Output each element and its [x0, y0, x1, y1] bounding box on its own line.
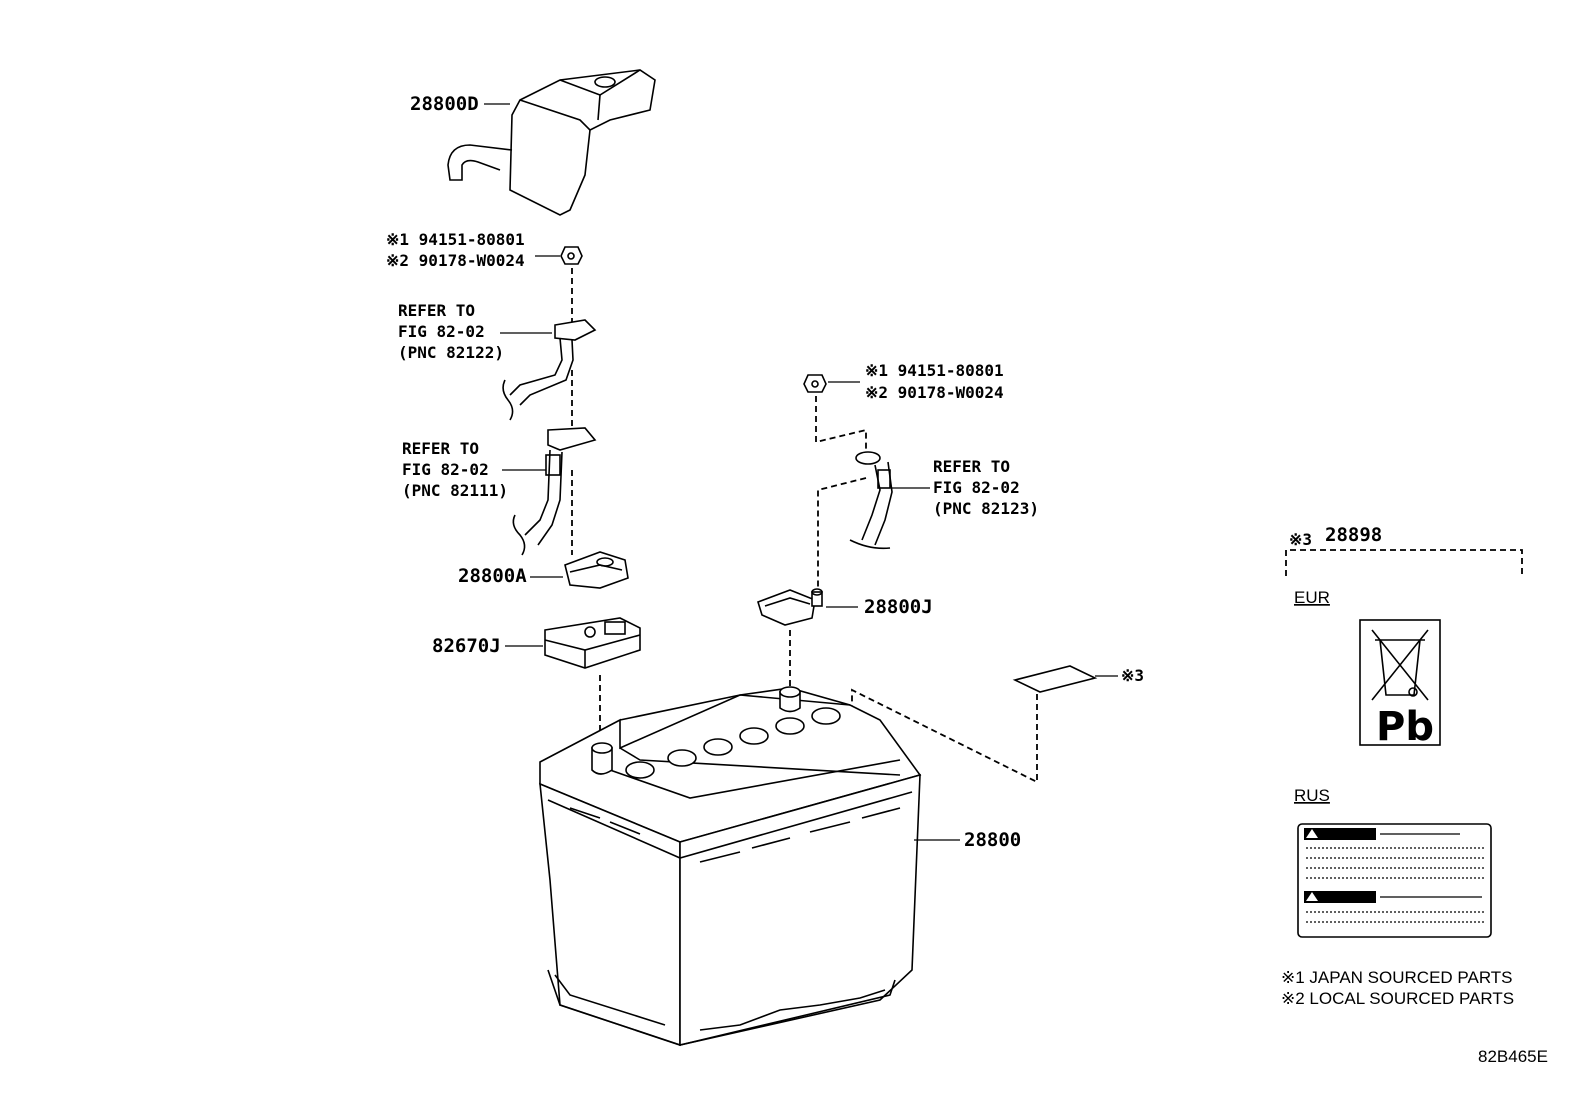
refer-82123-line1: REFER TO [933, 457, 1010, 476]
nut-right-part-2: ※2 90178-W0024 [865, 383, 1004, 402]
cable-82123-drawing [849, 451, 893, 550]
refer-82122-line1: REFER TO [398, 301, 475, 320]
nut-top-part-1: ※1 94151-80801 [386, 230, 525, 249]
part-number-28800j: 28800J [864, 596, 933, 618]
clamp-28800a-drawing [564, 551, 629, 589]
nut-top-drawing [560, 246, 583, 265]
refer-82122-line2: FIG 82-02 [398, 322, 485, 341]
terminal-cover-28800d-drawing [447, 69, 656, 216]
legend-local-sourced: ※2 LOCAL SOURCED PARTS [1281, 989, 1514, 1008]
pb-symbol-text: Pb [1376, 704, 1434, 750]
label-panel-28898: ※3 28898 EUR Pb RUS [1285, 524, 1523, 938]
nut-right-drawing [803, 374, 827, 393]
part-number-28800a: 28800A [458, 565, 527, 587]
clamp-28800j-drawing [757, 588, 823, 626]
part-number-28800d: 28800D [410, 93, 479, 115]
refer-82111-line3: (PNC 82111) [402, 481, 508, 500]
russian-warning-label [1297, 823, 1492, 938]
label-panel-mark: ※3 [1289, 530, 1312, 549]
label-ref-note: ※3 [1121, 666, 1144, 685]
refer-82111-line1: REFER TO [402, 439, 479, 458]
label-panel-part-number: 28898 [1325, 524, 1382, 546]
warning-label-sticker-drawing [1012, 665, 1098, 693]
nut-top-part-2: ※2 90178-W0024 [386, 251, 525, 270]
battery-28800-drawing [539, 686, 922, 1047]
cable-82111-drawing [512, 427, 597, 556]
legend-japan-sourced: ※1 JAPAN SOURCED PARTS [1281, 968, 1513, 987]
refer-82111-line2: FIG 82-02 [402, 460, 489, 479]
recycle-bin-pb-symbol: Pb [1359, 619, 1441, 750]
nut-right-part-1: ※1 94151-80801 [865, 361, 1004, 380]
eur-region-label: EUR [1294, 588, 1330, 607]
cable-82122-drawing [502, 319, 597, 421]
part-number-82670j: 82670J [432, 635, 501, 657]
rus-region-label: RUS [1294, 786, 1330, 805]
figure-id: 82B465E [1478, 1047, 1548, 1066]
terminal-cover-82670j-drawing [544, 617, 641, 669]
refer-82123-line3: (PNC 82123) [933, 499, 1039, 518]
refer-82122-line3: (PNC 82122) [398, 343, 504, 362]
refer-82123-line2: FIG 82-02 [933, 478, 1020, 497]
part-number-28800: 28800 [964, 829, 1021, 851]
